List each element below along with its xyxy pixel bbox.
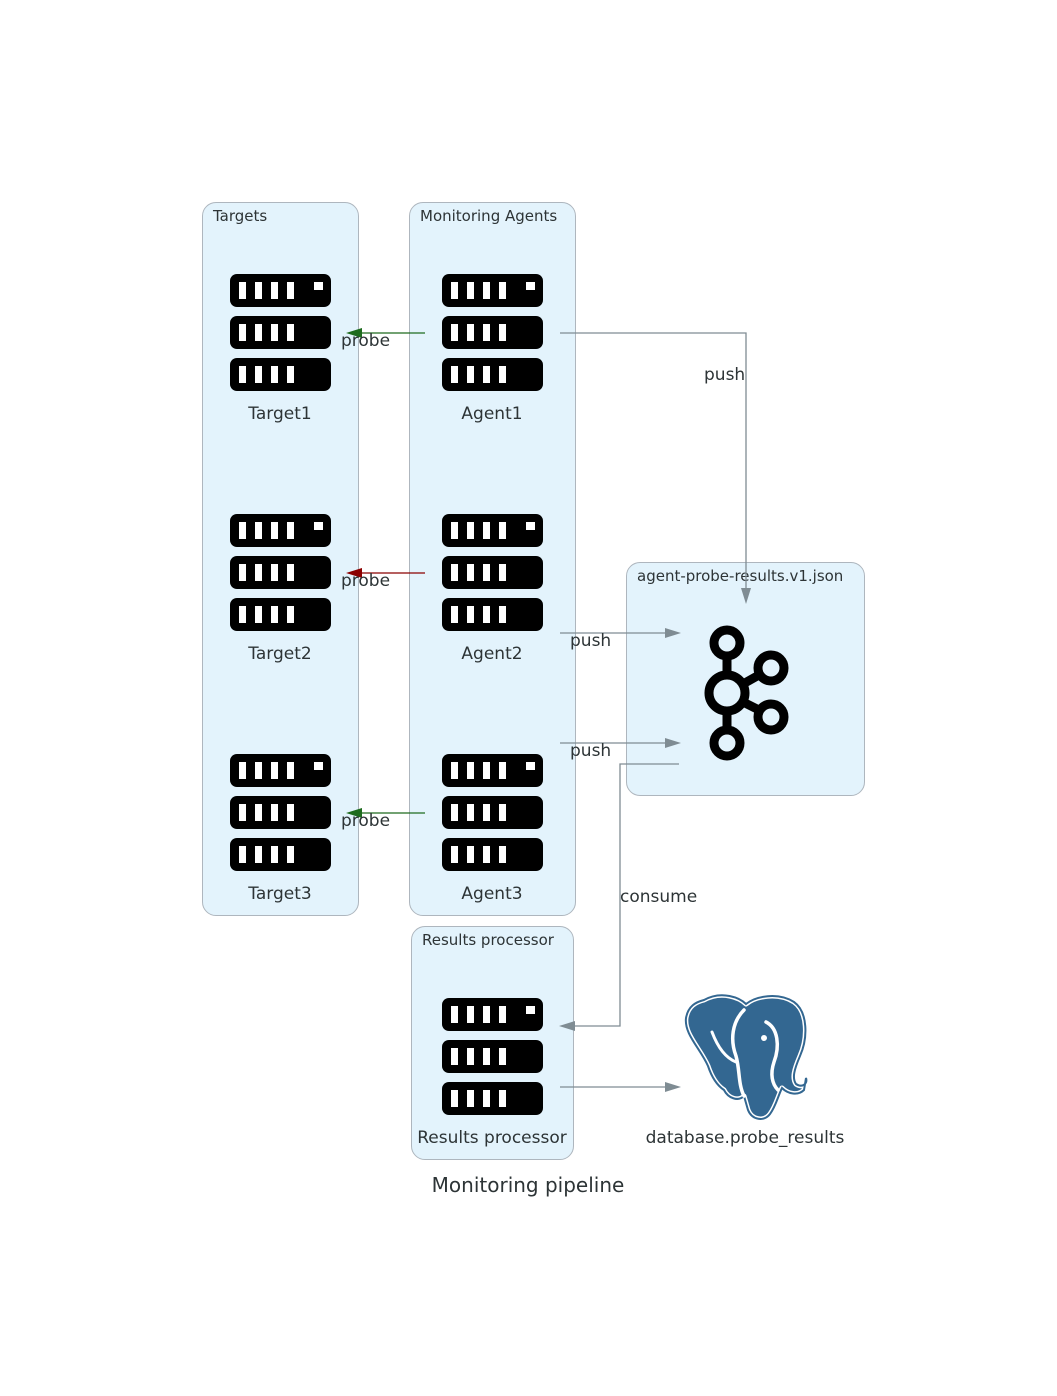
server-icon xyxy=(230,274,332,392)
node-label-target2: Target2 xyxy=(248,644,312,664)
edge-consume xyxy=(559,763,679,1031)
cluster-label-topic: agent-probe-results.v1.json xyxy=(637,567,844,585)
server-icon xyxy=(442,754,544,872)
edge-write-db xyxy=(560,1082,681,1092)
edge-probe-3 xyxy=(346,808,425,818)
server-icon xyxy=(442,998,544,1116)
edge-label-push-3: push xyxy=(570,741,612,761)
edge-label-consume: consume xyxy=(620,887,698,907)
edge-push-1 xyxy=(560,332,751,604)
node-label-processor: Results processor xyxy=(417,1128,567,1148)
edge-label-probe-1: probe xyxy=(341,331,391,351)
cluster-label-agents: Monitoring Agents xyxy=(420,207,558,225)
postgresql-icon xyxy=(683,992,809,1122)
node-label-agent2: Agent2 xyxy=(461,644,523,664)
edge-label-probe-2: probe xyxy=(341,571,391,591)
edge-label-push-2: push xyxy=(570,631,612,651)
edge-label-probe-3: probe xyxy=(341,811,391,831)
edge-push-3 xyxy=(560,738,681,748)
edge-label-push-1: push xyxy=(704,365,746,385)
node-label-agent1: Agent1 xyxy=(461,404,523,424)
edge-probe-2 xyxy=(346,568,425,578)
server-icon xyxy=(442,274,544,392)
node-label-database: database.probe_results xyxy=(645,1128,845,1148)
server-icon xyxy=(230,754,332,872)
node-label-target3: Target3 xyxy=(248,884,312,904)
server-icon xyxy=(442,514,544,632)
cluster-label-targets: Targets xyxy=(213,207,268,225)
edge-probe-1 xyxy=(346,328,425,338)
cluster-label-processor: Results processor xyxy=(422,931,554,949)
diagram-title: Monitoring pipeline xyxy=(431,1173,625,1197)
kafka-icon xyxy=(704,625,789,761)
edge-push-2 xyxy=(560,628,681,638)
server-icon xyxy=(230,514,332,632)
node-label-target1: Target1 xyxy=(248,404,312,424)
node-label-agent3: Agent3 xyxy=(461,884,523,904)
